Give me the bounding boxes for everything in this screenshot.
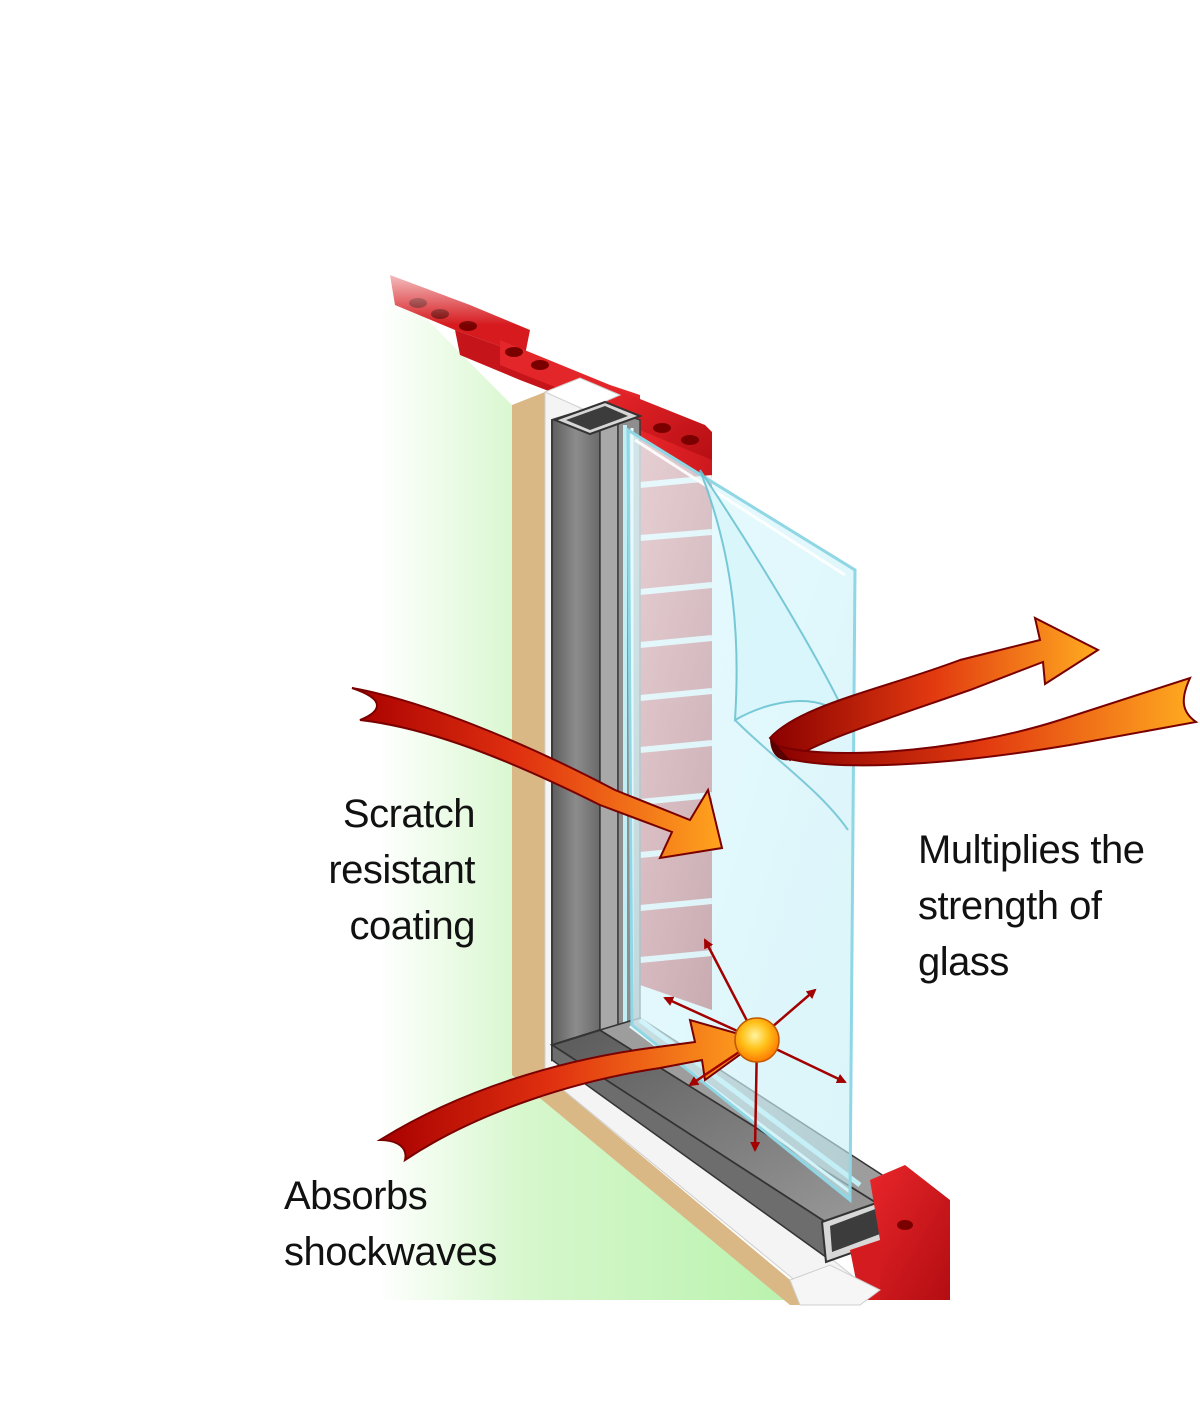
peeling-film <box>699 469 849 722</box>
outgoing-arrow <box>768 616 1199 767</box>
bottom-bricks <box>789 1165 950 1306</box>
impact-point <box>734 1017 780 1063</box>
incoming-arrow-upper <box>351 687 724 860</box>
impact-burst <box>663 938 847 1152</box>
frame-jamb <box>551 403 601 1062</box>
wood-layer <box>512 392 820 1305</box>
label-multiplies-strength: Multiplies the strength of glass <box>918 828 1145 984</box>
incoming-arrow-lower <box>376 1018 763 1163</box>
label-absorbs-shockwaves: Absorbs shockwaves <box>284 1174 497 1274</box>
label-scratch-resistant-coating: Scratch resistant coating <box>328 792 475 948</box>
drywall-layer <box>378 270 800 1300</box>
